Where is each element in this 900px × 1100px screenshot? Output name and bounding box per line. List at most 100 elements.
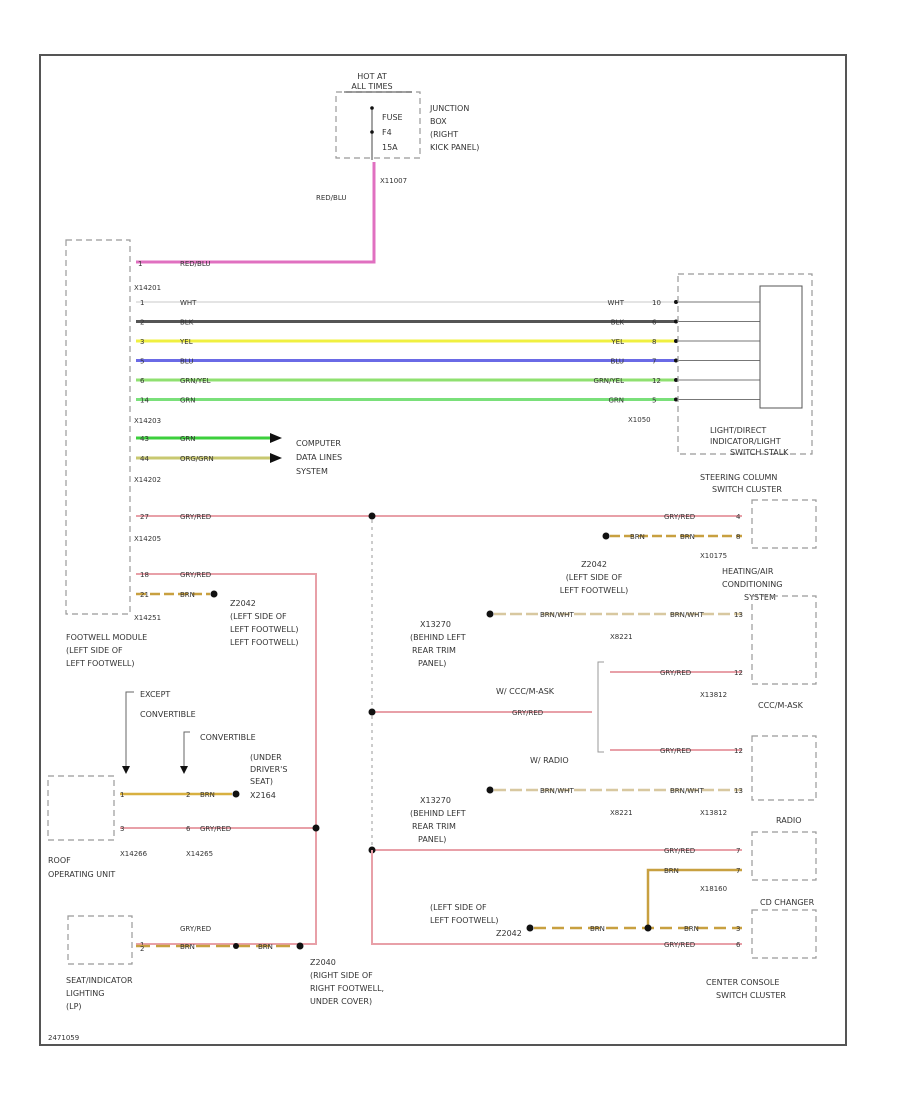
wire-red-blu: [136, 162, 376, 264]
radio-gry-label: GRY/RED: [660, 747, 691, 755]
cd-changer-outline: [751, 831, 817, 881]
seat-brn-label: BRN: [180, 943, 195, 951]
steering-pin: 4: [736, 513, 741, 521]
seat-ground-3: RIGHT FOOTWELL,: [310, 984, 384, 993]
cccon-conn: X13812: [700, 691, 727, 699]
radio-x8221: X8221: [610, 809, 633, 817]
seat-ground-4: UNDER COVER): [310, 997, 372, 1006]
fm-pin18: 18: [140, 571, 149, 579]
steering-cluster-outline: [751, 499, 817, 549]
fuse-connector-label: X11007: [380, 177, 407, 185]
roof-unit-line1: ROOF: [48, 856, 71, 865]
radio-w-label: W/ RADIO: [530, 756, 569, 765]
cccon-ref-1: X13270: [420, 620, 451, 629]
splice-main: [368, 708, 376, 716]
computer-data-line2: DATA LINES: [296, 453, 342, 462]
except-convertible-leader: [125, 691, 134, 770]
fuse-label: FUSE: [382, 113, 403, 122]
cd-conn: X18160: [700, 885, 727, 893]
steering-cluster-line1: STEERING COLUMN: [700, 473, 777, 482]
bus-pin-right: 10: [652, 299, 661, 307]
cccon-ref-3: REAR TRIM: [412, 646, 456, 655]
roof-pin2: 3: [120, 825, 124, 833]
roof-unit-line2: OPERATING UNIT: [48, 870, 115, 879]
radio-ref-3: REAR TRIM: [412, 822, 456, 831]
ground-x13270-bottom: [486, 786, 494, 794]
footwell-module-line2: (LEFT SIDE OF: [66, 646, 123, 655]
cccon-brn-label2: BRN/WHT: [670, 611, 704, 619]
wire-27-label: GRY/RED: [180, 513, 211, 521]
roof-gry-label: GRY/RED: [200, 825, 231, 833]
bus-pin-node: [674, 397, 678, 402]
fm-conn-x14251: X14251: [134, 614, 161, 622]
radio-pin: 12: [734, 747, 743, 755]
junction-box-outline: [335, 91, 421, 159]
light-switch-line2: INDICATOR/LIGHT: [710, 437, 781, 446]
fm-conn-x14203: X14203: [134, 417, 161, 425]
fm-pin18-wire: GRY/RED: [180, 571, 211, 579]
center-console-line1: CENTER CONSOLE: [706, 978, 779, 987]
seat-ground: [296, 942, 304, 950]
bus-wire-label-left: YEL: [179, 338, 193, 346]
bus-wire-label-right: WHT: [608, 299, 625, 307]
light-switch-line1: LIGHT/DIRECT: [710, 426, 766, 435]
seat-splice: [233, 943, 239, 949]
branch-bracket: [597, 661, 604, 753]
light-switch-inner: [759, 285, 803, 409]
cd-splice: [644, 924, 652, 932]
fm-pin21: 21: [140, 591, 149, 599]
bus-wire-label-right: BLU: [611, 358, 624, 366]
fuse-node-mid: [370, 130, 374, 134]
diagram-frame: [39, 54, 847, 1046]
footwell-module-outline: [65, 239, 131, 615]
radio-ref-4: PANEL): [418, 835, 446, 844]
junction-box-line2: BOX: [430, 117, 447, 126]
lower-ground-3: Z2042: [496, 929, 522, 938]
except-convertible-1: EXCEPT: [140, 690, 170, 699]
except-convertible-2: CONVERTIBLE: [140, 710, 196, 719]
seat-indicator-line1: SEAT/INDICATOR: [66, 976, 133, 985]
can-arrow-1: [270, 433, 282, 443]
bus-pin-left: 3: [140, 338, 144, 346]
splice-27: [368, 512, 376, 520]
cc-brn-label: BRN: [684, 925, 699, 933]
radio-ref-2: (BEHIND LEFT: [410, 809, 466, 818]
roof-conn-a: X14266: [120, 850, 148, 858]
cccon-gry-label: GRY/RED: [660, 669, 691, 677]
bus-wire-label-left: WHT: [180, 299, 197, 307]
under-seat-1: (UNDER: [250, 753, 282, 762]
seat-pin2: 2: [140, 945, 144, 953]
radio-pin2: 13: [734, 787, 743, 795]
under-seat-4: X2164: [250, 791, 276, 800]
fm-pin21-wire: BRN: [180, 591, 195, 599]
light-switch-outline: [677, 273, 813, 455]
can-arrow-2: [270, 453, 282, 463]
fm-conn-x14201: X14201: [134, 284, 161, 292]
ground-upper-2: (LEFT SIDE OF: [566, 573, 623, 582]
roof-unit-outline: [47, 775, 115, 841]
bus-pin-right: 7: [652, 358, 656, 366]
cc-gry-label: GRY/RED: [664, 847, 695, 855]
fm-ground-1: Z2042: [230, 599, 256, 608]
bus-pin-node: [674, 378, 678, 382]
cccon-brn-label: BRN/WHT: [540, 611, 574, 619]
bus-wire-label-right: GRN/YEL: [594, 377, 625, 385]
center-console-outline: [751, 909, 817, 959]
bus-wire-label-left: GRN: [180, 397, 196, 405]
convertible-label: CONVERTIBLE: [200, 733, 256, 742]
footwell-module-line1: FOOTWELL MODULE: [66, 633, 147, 642]
can-pin-43: 43: [140, 435, 149, 443]
seat-indicator-outline: [67, 915, 133, 965]
fuse-number: F4: [382, 128, 392, 137]
fm-ground-3: LEFT FOOTWELL): [230, 625, 298, 634]
fm-conn-x14202: X14202: [134, 476, 161, 484]
bus-wire-label-right: BLK: [611, 319, 625, 327]
roof-pin1: 1: [120, 791, 124, 799]
bus-pin-node: [674, 300, 678, 304]
cccon-pin2: 12: [734, 669, 743, 677]
bus-wire-label-right: GRN: [608, 397, 624, 405]
can-wire-label-2: ORG/GRN: [180, 455, 214, 463]
wire-27-right-label: GRY/RED: [664, 513, 695, 521]
